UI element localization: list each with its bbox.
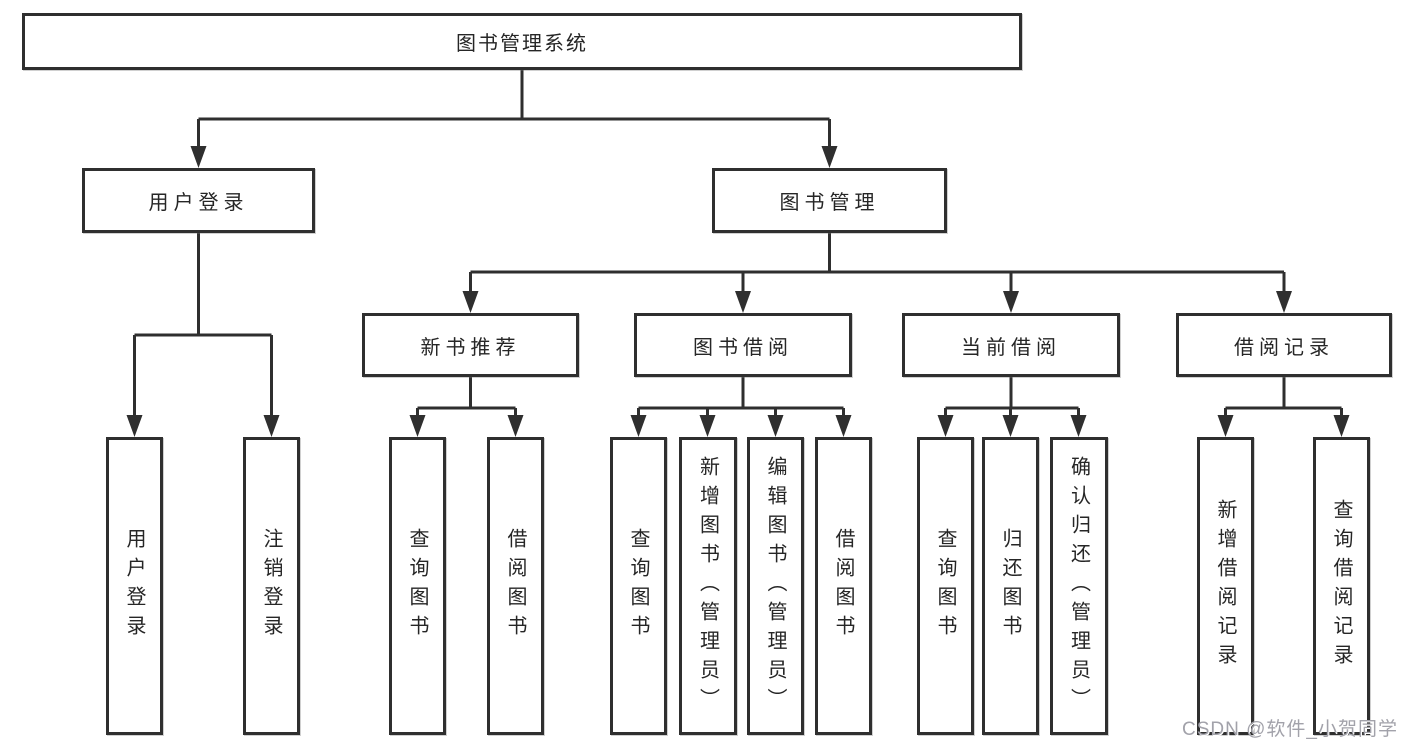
node-leaf-add-borrow-record: 新增借阅记录 [1197,437,1254,735]
node-label: 编辑图书（管理员） [764,455,786,717]
node-label: 借阅图书 [832,528,854,644]
node-label: 新增图书（管理员） [696,455,719,717]
connector-book-management-to-level3 [462,233,1292,313]
node-leaf-query-books-recommend: 查询图书 [389,437,446,735]
node-label: 新书推荐 [420,336,521,359]
connector-root-to-level2 [190,70,838,168]
node-leaf-borrow-books-recommend: 借阅图书 [487,437,544,735]
node-label: 借阅图书 [504,528,526,644]
node-leaf-query-borrow-record: 查询借阅记录 [1313,437,1370,735]
node-leaf-edit-books-admin: 编辑图书（管理员） [747,437,804,735]
node-label: 查询借阅记录 [1330,499,1352,673]
connector-book-borrow-to-leaves [630,377,852,437]
connector-user-login-to-leaves [126,233,280,437]
node-new-book-recommend: 新书推荐 [362,313,579,377]
node-leaf-borrow-books: 借阅图书 [815,437,872,735]
node-leaf-query-books-current: 查询图书 [917,437,974,735]
node-label: 注销登录 [260,528,282,644]
node-current-borrow: 当前借阅 [902,313,1120,377]
node-label: 查询图书 [406,528,428,644]
node-leaf-add-books-admin: 新增图书（管理员） [679,437,737,735]
node-label: 确认归还（管理员） [1067,455,1090,717]
node-root-system: 图书管理系统 [22,13,1022,70]
node-book-management: 图书管理 [712,168,947,233]
node-leaf-user-login: 用户登录 [106,437,163,735]
node-leaf-query-books-borrow: 查询图书 [610,437,667,735]
node-leaf-logout: 注销登录 [243,437,300,735]
node-label: 图书管理系统 [456,33,588,55]
node-label: 归还图书 [999,528,1021,644]
node-borrow-records: 借阅记录 [1176,313,1392,377]
node-label: 查询图书 [627,528,649,644]
connector-borrow-records-to-leaves [1217,377,1350,437]
node-label: 用户登录 [148,192,249,214]
csdn-watermark: CSDN @软件_小贺同学 [1182,719,1398,740]
node-user-login: 用户登录 [82,168,315,233]
node-label: 查询图书 [934,528,956,644]
node-label: 图书借阅 [693,336,793,359]
node-label: 图书管理 [779,192,880,214]
node-leaf-return-books: 归还图书 [982,437,1039,735]
connector-current-borrow-to-leaves [937,377,1087,437]
node-book-borrow: 图书借阅 [634,313,852,377]
node-label: 用户登录 [123,528,145,644]
connector-new-book-to-leaves [409,377,524,437]
node-leaf-confirm-return-admin: 确认归还（管理员） [1050,437,1108,735]
node-label: 当前借阅 [961,336,1061,359]
node-label: 新增借阅记录 [1214,499,1236,673]
node-label: 借阅记录 [1234,336,1334,359]
